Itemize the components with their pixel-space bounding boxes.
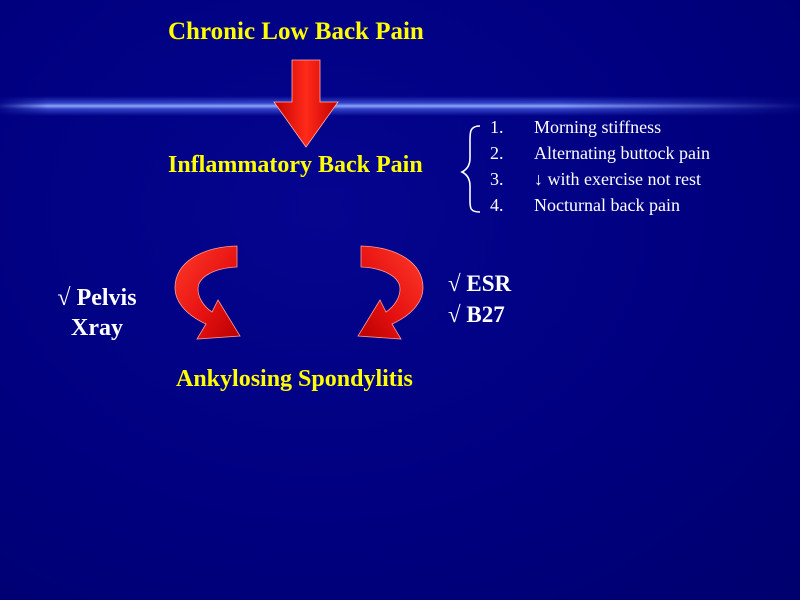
ankylosing-spondylitis-label: Ankylosing Spondylitis (176, 366, 413, 392)
list-item: 3.↓ with exercise not rest (490, 169, 701, 189)
left-curved-arrow-icon (174, 245, 241, 340)
inflammatory-back-pain-label: Inflammatory Back Pain (168, 152, 423, 178)
down-arrow-symbol-icon: ↓ (534, 169, 543, 189)
check-mark-icon: √ (448, 302, 461, 327)
esr-check: √ ESR (448, 271, 512, 296)
list-item: 2.Alternating buttock pain (490, 143, 710, 163)
down-arrow-icon (273, 59, 339, 148)
divider-bar (0, 96, 800, 116)
inflammatory-features-list: 1.Morning stiffness 2.Alternating buttoc… (490, 114, 710, 218)
check-mark-icon: √ (57, 285, 71, 311)
slide-title: Chronic Low Back Pain (168, 18, 424, 45)
list-item: 4.Nocturnal back pain (490, 195, 680, 215)
pelvis-xray-check: √ Pelvis Xray (57, 285, 137, 341)
curly-brace-icon (460, 125, 481, 213)
check-mark-icon: √ (448, 271, 461, 296)
lab-checks: √ ESR √ B27 (448, 268, 511, 330)
b27-check: √ B27 (448, 302, 505, 327)
list-item: 1.Morning stiffness (490, 117, 662, 137)
right-curved-arrow-icon (357, 245, 424, 340)
